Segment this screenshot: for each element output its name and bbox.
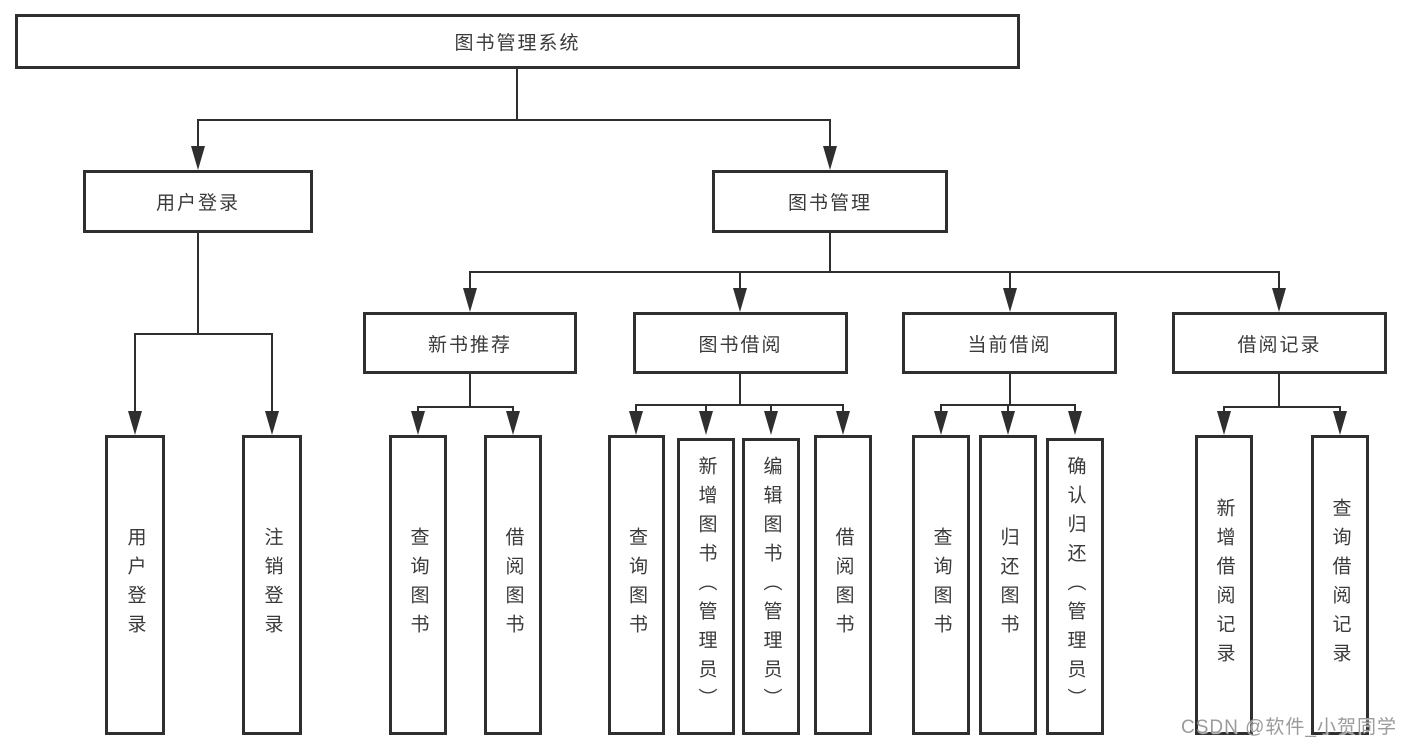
node-user-login: 用户登录 bbox=[105, 435, 165, 735]
node-label: 查询图书 bbox=[626, 527, 647, 643]
node-add-books-admin: 新增图书（管理员） bbox=[677, 438, 735, 735]
connector-line bbox=[134, 333, 273, 335]
node-query-books-c: 查询图书 bbox=[912, 435, 970, 735]
node-label: 图书借阅 bbox=[698, 334, 783, 356]
connector-line bbox=[1009, 271, 1011, 293]
arrow-down-icon bbox=[411, 411, 425, 435]
connector-line bbox=[1009, 374, 1011, 406]
node-label: 借阅图书 bbox=[832, 527, 854, 643]
arrow-down-icon bbox=[265, 411, 279, 435]
connector-line bbox=[271, 333, 273, 413]
arrow-down-icon bbox=[733, 288, 747, 312]
connector-line bbox=[469, 374, 471, 408]
node-label: 新增借阅记录 bbox=[1213, 498, 1235, 672]
node-borrowing-records: 借阅记录 bbox=[1172, 312, 1387, 374]
node-add-borrow-record: 新增借阅记录 bbox=[1195, 435, 1253, 735]
node-current-borrowing: 当前借阅 bbox=[902, 312, 1117, 374]
node-label: 确认归还（管理员） bbox=[1064, 456, 1086, 717]
node-label: 当前借阅 bbox=[967, 334, 1052, 356]
node-label: 查询图书 bbox=[930, 527, 952, 643]
connector-line bbox=[417, 406, 514, 408]
node-book-management-group: 图书管理 bbox=[712, 170, 948, 233]
node-library-management-system: 图书管理系统 bbox=[15, 14, 1020, 69]
connector-line bbox=[516, 69, 518, 121]
node-label: 用户登录 bbox=[155, 193, 240, 214]
node-query-books-b: 查询图书 bbox=[608, 435, 665, 735]
connector-line bbox=[197, 233, 199, 335]
connector-line bbox=[940, 404, 942, 414]
node-label: 查询借阅记录 bbox=[1329, 498, 1351, 672]
node-return-books: 归还图书 bbox=[979, 435, 1037, 735]
arrow-down-icon bbox=[934, 411, 948, 435]
connector-line bbox=[705, 404, 707, 414]
node-label: 借阅记录 bbox=[1237, 334, 1322, 356]
connector-line bbox=[1007, 404, 1009, 414]
csdn-watermark: CSDN @软件_小贺同学 bbox=[1181, 717, 1397, 738]
connector-line bbox=[829, 233, 831, 273]
connector-line bbox=[1278, 271, 1280, 293]
arrow-down-icon bbox=[1333, 411, 1347, 435]
arrow-down-icon bbox=[1003, 288, 1017, 312]
connector-line bbox=[197, 119, 199, 150]
connector-line bbox=[739, 374, 741, 406]
arrow-down-icon bbox=[1272, 288, 1286, 312]
connector-line bbox=[635, 404, 637, 414]
arrow-down-icon bbox=[1001, 411, 1015, 435]
connector-line bbox=[1278, 374, 1280, 408]
arrow-down-icon bbox=[506, 411, 520, 435]
node-label: 借阅图书 bbox=[502, 527, 524, 643]
arrow-down-icon bbox=[191, 146, 205, 170]
arrow-down-icon bbox=[699, 411, 713, 435]
node-label: 查询图书 bbox=[407, 527, 429, 643]
node-edit-books-admin: 编辑图书（管理员） bbox=[742, 438, 800, 735]
arrow-down-icon bbox=[836, 411, 850, 435]
connector-line bbox=[1074, 404, 1076, 414]
connector-line bbox=[770, 404, 772, 414]
node-query-borrow-record: 查询借阅记录 bbox=[1311, 435, 1369, 735]
connector-line bbox=[197, 119, 831, 121]
connector-line bbox=[469, 271, 1280, 273]
node-user-login-group: 用户登录 bbox=[83, 170, 313, 233]
node-label: 图书管理系统 bbox=[454, 33, 581, 54]
node-label: 新书推荐 bbox=[427, 334, 512, 356]
connector-line bbox=[1223, 406, 1341, 408]
arrow-down-icon bbox=[128, 411, 142, 435]
node-query-books-a: 查询图书 bbox=[389, 435, 447, 735]
arrow-down-icon bbox=[764, 411, 778, 435]
node-new-book-recommendation: 新书推荐 bbox=[363, 312, 577, 374]
node-label: 图书管理 bbox=[787, 193, 872, 214]
arrow-down-icon bbox=[629, 411, 643, 435]
node-book-borrowing: 图书借阅 bbox=[633, 312, 848, 374]
connector-line bbox=[739, 271, 741, 293]
node-borrow-books-a: 借阅图书 bbox=[484, 435, 542, 735]
node-confirm-return-admin: 确认归还（管理员） bbox=[1046, 438, 1104, 735]
connector-line bbox=[829, 119, 831, 150]
connector-line bbox=[842, 404, 844, 414]
arrow-down-icon bbox=[823, 146, 837, 170]
arrow-down-icon bbox=[1068, 411, 1082, 435]
node-label: 用户登录 bbox=[124, 527, 146, 643]
node-logout: 注销登录 bbox=[242, 435, 302, 735]
arrow-down-icon bbox=[463, 288, 477, 312]
arrow-down-icon bbox=[1217, 411, 1231, 435]
node-label: 新增图书（管理员） bbox=[695, 456, 717, 717]
connector-line bbox=[635, 404, 844, 406]
node-label: 注销登录 bbox=[261, 527, 283, 643]
node-label: 编辑图书（管理员） bbox=[760, 456, 782, 717]
connector-line bbox=[134, 333, 136, 413]
connector-line bbox=[469, 271, 471, 293]
node-borrow-books-b: 借阅图书 bbox=[814, 435, 872, 735]
node-label: 归还图书 bbox=[997, 527, 1019, 643]
